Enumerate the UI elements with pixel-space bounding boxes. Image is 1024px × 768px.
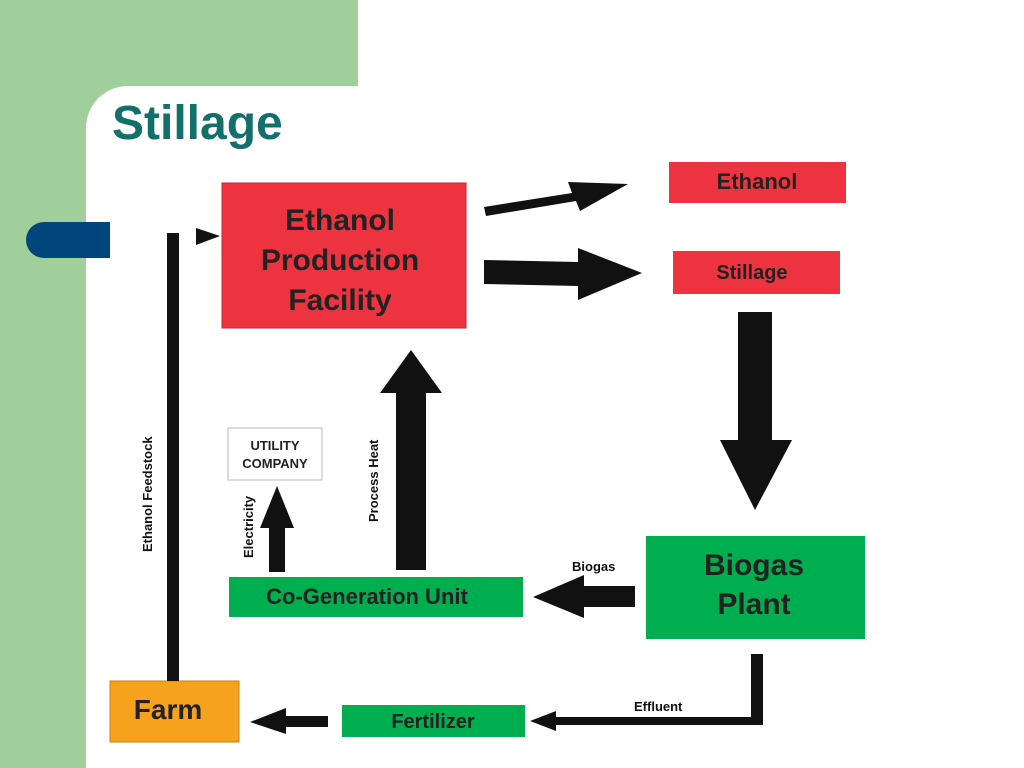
node-ethanol: Ethanol: [669, 162, 846, 203]
node-label: Farm: [134, 694, 202, 725]
arrow-biogas-to-fertilizer: [530, 654, 763, 731]
node-label: Biogas: [704, 549, 804, 582]
node-label: COMPANY: [242, 456, 308, 471]
node-ethanol-production-facility: Ethanol Production Facility: [221, 182, 467, 329]
edge-label-process-heat: Process Heat: [366, 439, 381, 522]
arrow-biogas-to-cogen: [533, 575, 635, 618]
node-label: Ethanol: [717, 169, 798, 194]
node-farm: Farm: [109, 680, 240, 743]
node-stillage: Stillage: [673, 251, 840, 294]
arrow-cogen-to-utility: [260, 486, 294, 572]
accent-tab: [26, 222, 110, 258]
arrow-fertilizer-to-farm: [250, 708, 328, 734]
arrow-stillage-to-biogas: [720, 312, 792, 510]
node-label: Ethanol: [285, 204, 395, 237]
arrow-facility-to-ethanol: [484, 182, 628, 216]
edge-label-effluent: Effluent: [634, 699, 683, 714]
arrow-farm-to-facility: [167, 228, 220, 681]
edge-label-ethanol-feedstock: Ethanol Feedstock: [140, 436, 155, 552]
node-label: Plant: [717, 588, 790, 621]
node-label: Co-Generation Unit: [266, 584, 468, 609]
top-white-background: [358, 0, 1024, 90]
node-biogas-plant: Biogas Plant: [646, 536, 865, 639]
edge-label-biogas: Biogas: [572, 559, 615, 574]
arrow-cogen-to-facility: [380, 350, 442, 570]
slide-title: Stillage: [112, 97, 283, 150]
node-label: Production: [261, 244, 419, 277]
arrow-facility-to-stillage: [484, 248, 642, 300]
edge-label-electricity: Electricity: [241, 495, 256, 558]
node-label: Fertilizer: [391, 711, 475, 733]
node-label: UTILITY: [250, 438, 299, 453]
node-label: Stillage: [716, 262, 787, 284]
node-label: Facility: [288, 284, 392, 317]
node-utility-company: UTILITY COMPANY: [227, 427, 323, 481]
node-fertilizer: Fertilizer: [342, 705, 525, 737]
node-co-generation-unit: Co-Generation Unit: [229, 577, 523, 617]
